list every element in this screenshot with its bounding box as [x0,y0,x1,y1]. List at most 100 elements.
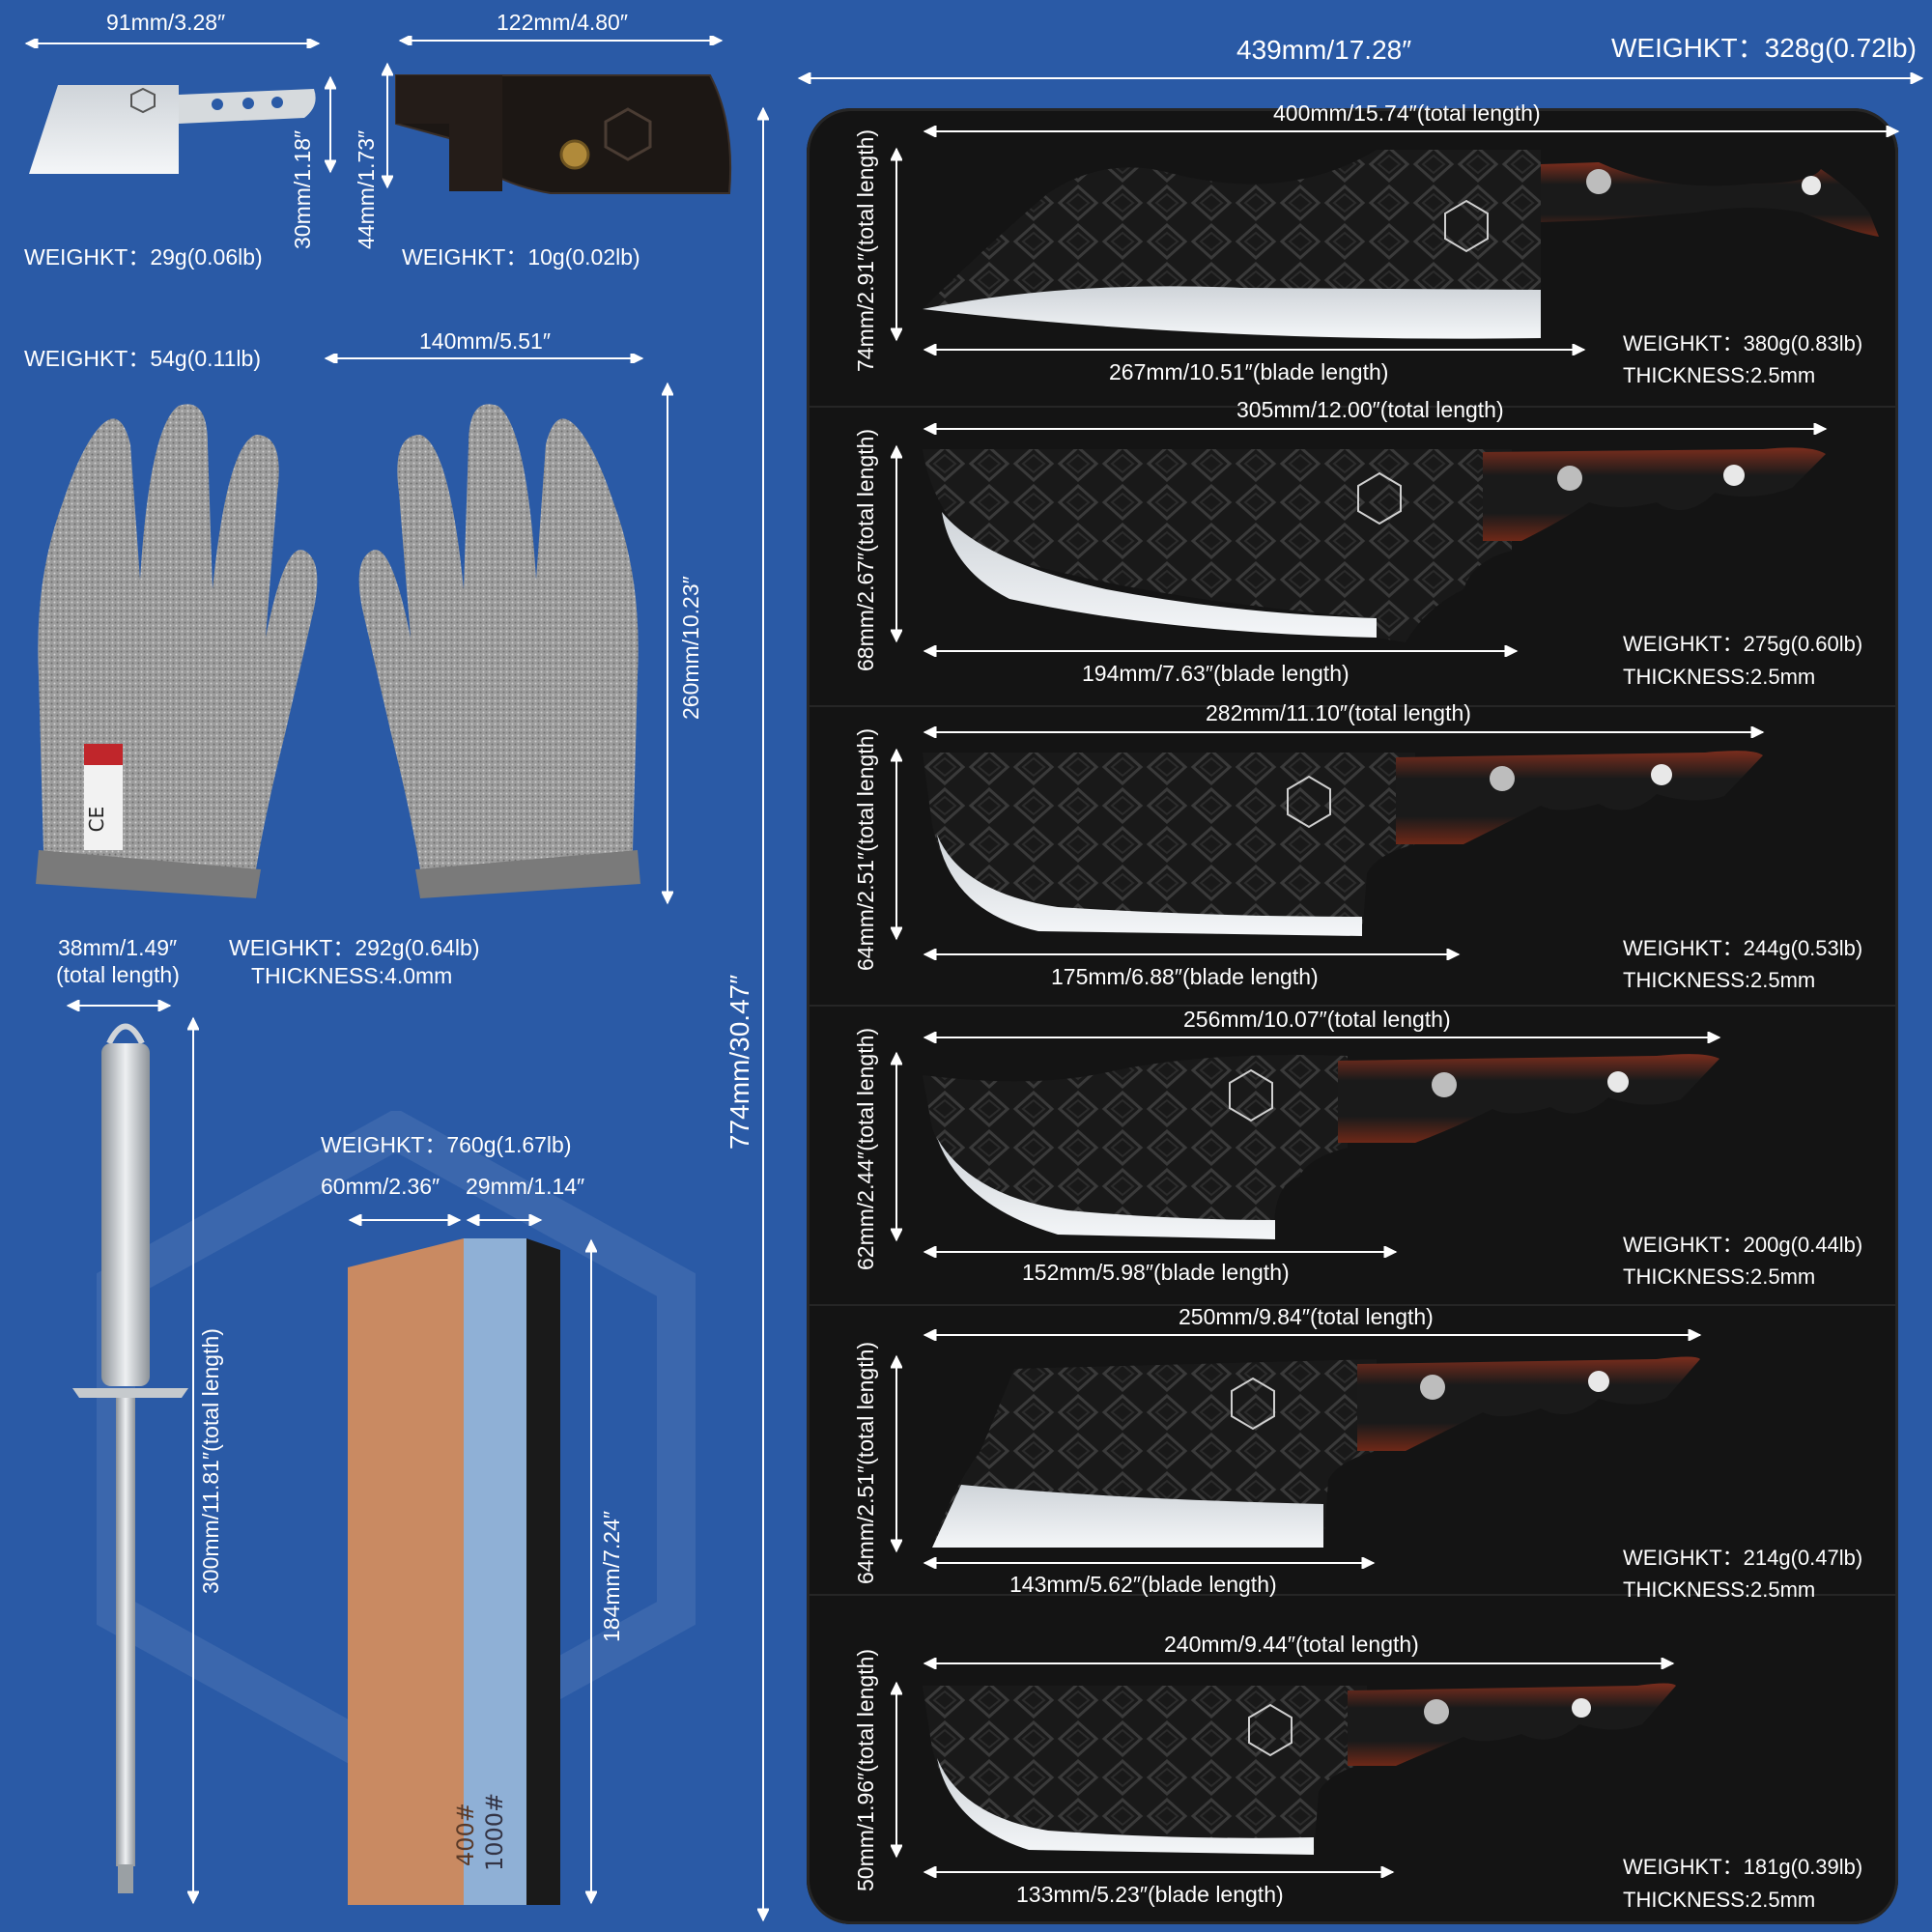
sheath-width-arrow [398,36,724,45]
stone-width-a-arrow [348,1214,462,1226]
small-cleaver-height-label: 30mm/1.18″ [290,129,315,249]
knife-6-height-arrow [891,1681,902,1859]
knife-4-thickness: THICKNESS:2.5mm [1623,1264,1816,1289]
stone-height-arrow [585,1238,597,1905]
case-width-label: 439mm/17.28″ [1236,35,1412,65]
knife-5-total-length: 250mm/9.84″(total length) [1179,1304,1434,1329]
knife-1-total-length: 400mm/15.74″(total length) [1273,100,1541,126]
knife-5-total-arrow [923,1329,1702,1341]
case-width-arrow [797,72,1924,84]
svg-text:CE: CE [85,807,108,833]
knife-3-height-label: 64mm/2.51″(total length) [853,727,878,971]
knife-2-blade-arrow [923,645,1519,657]
knife-6-blade-length: 133mm/5.23″(blade length) [1016,1882,1284,1907]
stone-weight: WEIGHKT：760g(1.67lb) [321,1132,572,1157]
knife-4-total-arrow [923,1032,1721,1043]
knife-6-thickness: THICKNESS:2.5mm [1623,1888,1816,1912]
knife-3-blade-arrow [923,949,1461,960]
case-weight: WEIGHKT：328g(0.72lb) [1611,33,1917,63]
sheath-height-label: 44mm/1.73″ [354,129,379,249]
knife-6-total-arrow [923,1658,1675,1669]
gloves-weight: WEIGHKT：54g(0.11lb) [24,346,261,371]
gloves-width-label: 140mm/5.51″ [419,328,551,354]
knife-1-blade-arrow [923,344,1586,355]
knife-1-total-arrow [923,126,1900,137]
knife-3-total-arrow [923,726,1765,738]
knife-4-blade-length: 152mm/5.98″(blade length) [1022,1260,1290,1285]
stone-width-a-label: 60mm/2.36″ [321,1174,440,1199]
case-fold-5 [807,1594,1898,1596]
rod-weight: WEIGHKT：292g(0.64lb) [229,935,480,960]
knife-3-weight: WEIGHKT：244g(0.53lb) [1623,936,1863,960]
knife-3-height-arrow [891,748,902,941]
knife-4-blade-arrow [923,1246,1398,1258]
knife-3-image [923,751,1763,936]
knife-4-weight: WEIGHKT：200g(0.44lb) [1623,1233,1863,1257]
svg-text:400#: 400# [452,1803,479,1866]
knife-1-thickness: THICKNESS:2.5mm [1623,363,1816,387]
knife-5-blade-length: 143mm/5.62″(blade length) [1009,1572,1277,1597]
gloves-width-arrow [324,354,644,363]
honing-rod-image [72,1023,188,1893]
knife-6-image [923,1683,1676,1855]
sheath-width-label: 122mm/4.80″ [497,10,628,35]
knife-5-blade-arrow [923,1557,1376,1569]
knife-6-weight: WEIGHKT：181g(0.39lb) [1623,1855,1863,1879]
knife-2-total-arrow [923,423,1828,435]
case-height-label: 774mm/30.47″ [724,974,754,1150]
small-cleaver-height-arrow [325,75,336,174]
knife-1-height-label: 74mm/2.91″(total length) [853,128,878,372]
case-fold-4 [807,1304,1898,1306]
case-fold-1 [807,406,1898,408]
knife-1-weight: WEIGHKT：380g(0.83lb) [1623,331,1863,355]
knife-5-thickness: THICKNESS:2.5mm [1623,1577,1816,1602]
cut-resistant-gloves-image: CE [36,404,640,898]
knife-2-height-arrow [891,444,902,643]
knife-6-height-label: 50mm/1.96″(total length) [853,1648,878,1891]
knife-2-blade-length: 194mm/7.63″(blade length) [1082,661,1350,686]
small-cleaver-width-label: 91mm/3.28″ [106,10,226,35]
knife-4-height-arrow [891,1051,902,1242]
sheath-weight: WEIGHKT：10g(0.02lb) [402,244,640,270]
knife-3-total-length: 282mm/11.10″(total length) [1206,700,1471,725]
gloves-height-label: 260mm/10.23″ [678,576,703,720]
small-cleaver-weight: WEIGHKT：29g(0.06lb) [24,244,263,270]
gloves-height-arrow [662,382,673,905]
case-fold-2 [807,705,1898,707]
knife-6-blade-arrow [923,1866,1395,1878]
case-fold-3 [807,1005,1898,1007]
knife-4-height-label: 62mm/2.44″(total length) [853,1027,878,1270]
knife-3-thickness: THICKNESS:2.5mm [1623,968,1816,992]
rod-width-label: 38mm/1.49″ [58,935,178,960]
knife-roll-case [807,108,1898,1924]
knife-2-height-label: 68mm/2.67″(total length) [853,428,878,671]
rod-thickness: THICKNESS:4.0mm [251,963,453,988]
knife-5-weight: WEIGHKT：214g(0.47lb) [1623,1546,1863,1570]
knife-2-thickness: THICKNESS:2.5mm [1623,665,1816,689]
sheath-image [395,74,732,194]
knife-6-total-length: 240mm/9.44″(total length) [1164,1632,1419,1657]
knife-2-total-length: 305mm/12.00″(total length) [1236,397,1504,422]
small-cleaver-width-arrow [24,39,321,48]
small-cleaver-image [29,85,316,174]
whetstone-image: 1000# 400# [348,1238,560,1905]
rod-width-arrow [66,1000,172,1011]
stone-width-b-label: 29mm/1.14″ [466,1174,585,1199]
rod-length-arrow [187,1016,199,1905]
knife-4-image [923,1054,1719,1239]
rod-length-label: 300mm/11.81″(total length) [198,1328,223,1594]
knife-5-height-label: 64mm/2.51″(total length) [853,1341,878,1584]
sheath-height-arrow [382,62,393,189]
svg-text:1000#: 1000# [481,1793,508,1871]
stone-width-b-arrow [466,1214,543,1226]
knife-2-image [923,447,1826,642]
knife-1-height-arrow [891,147,902,342]
case-height-arrow [757,106,769,1922]
knife-5-height-arrow [891,1354,902,1553]
stone-height-label: 184mm/7.24″ [599,1511,624,1642]
knife-4-total-length: 256mm/10.07″(total length) [1183,1007,1451,1032]
rod-width-note: (total length) [56,962,180,987]
knife-1-blade-length: 267mm/10.51″(blade length) [1109,359,1389,384]
knife-5-image [932,1356,1700,1548]
knife-2-weight: WEIGHKT：275g(0.60lb) [1623,632,1863,656]
